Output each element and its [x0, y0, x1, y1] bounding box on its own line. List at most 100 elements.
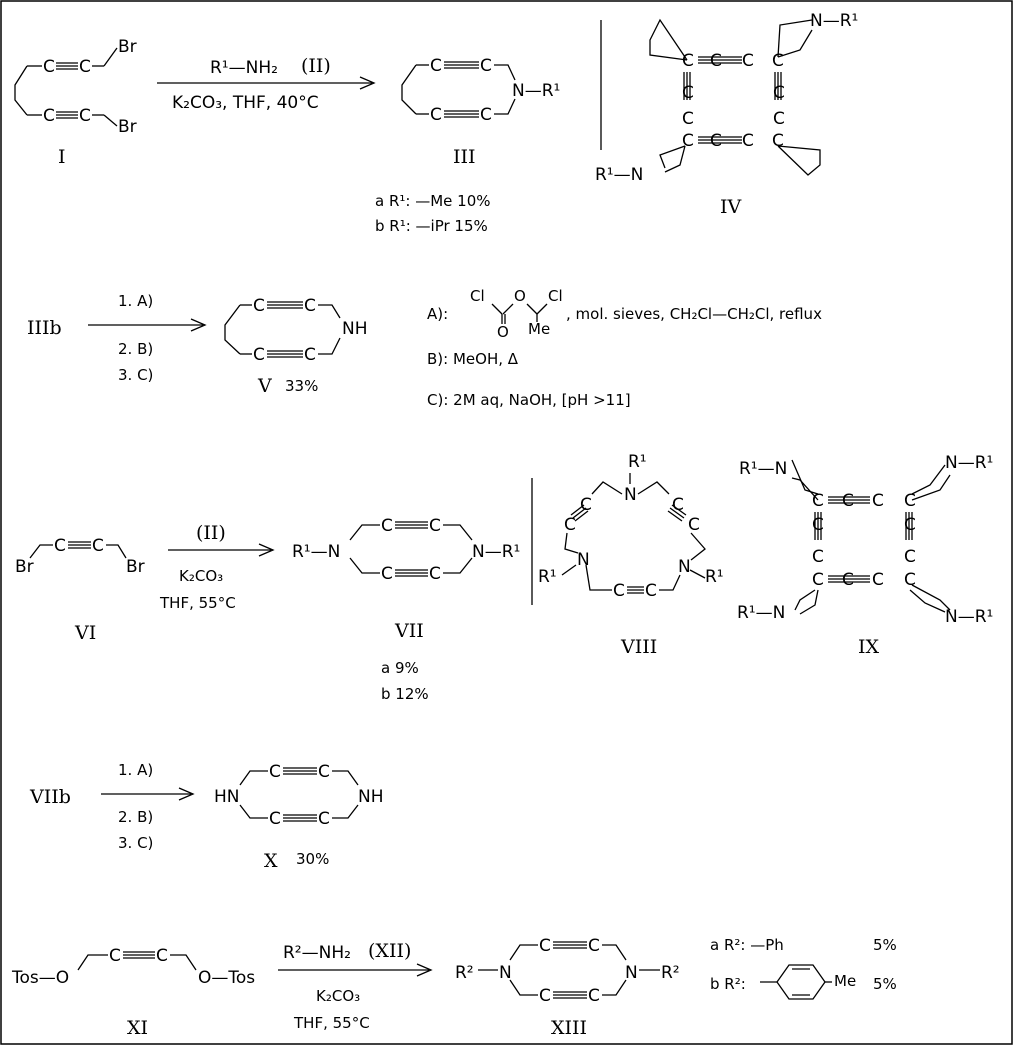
svg-text:C: C	[842, 570, 854, 590]
label-VIII: VIII	[620, 636, 657, 658]
svg-text:C: C	[430, 105, 442, 125]
arrow-3: (II) K₂CO₃ THF, 55°C	[159, 522, 275, 612]
svg-text:N: N	[625, 963, 638, 983]
svg-text:C: C	[564, 515, 576, 535]
svg-text:NH: NH	[342, 319, 368, 339]
svg-text:C: C	[480, 105, 492, 125]
svg-text:K₂CO₃: K₂CO₃	[179, 567, 223, 585]
svg-text:C: C	[682, 83, 694, 103]
svg-text:R²—NH₂: R²—NH₂	[283, 943, 351, 963]
svg-text:A):: A):	[427, 305, 448, 323]
svg-text:C: C	[318, 762, 330, 782]
compound-III: C C C C N—R¹	[401, 56, 560, 125]
svg-text:Br: Br	[118, 117, 137, 137]
svg-text:HN: HN	[214, 787, 240, 807]
svg-text:C: C	[588, 986, 600, 1006]
label-VII: VII	[394, 620, 424, 642]
svg-text:N: N	[577, 550, 590, 570]
svg-text:C: C	[304, 296, 316, 316]
svg-text:C: C	[872, 570, 884, 590]
svg-text:R¹: R¹	[628, 452, 647, 472]
svg-text:C: C	[381, 516, 393, 536]
label-XI: XI	[127, 1017, 148, 1039]
svg-text:Br: Br	[118, 37, 137, 57]
yield-IIIa: a R¹: —Me 10%	[375, 192, 491, 210]
svg-text:b R²:: b R²:	[710, 975, 746, 993]
svg-text:R²: R²	[661, 963, 680, 983]
svg-text:C: C	[904, 515, 916, 535]
compound-IV: C C C C N—R¹ C C C C C C C C R¹—N	[595, 11, 858, 185]
arrow-5: R²—NH₂ (XII) K₂CO₃ THF, 55°C	[278, 940, 433, 1032]
svg-text:R²: R²	[455, 963, 474, 983]
svg-text:O: O	[497, 323, 509, 341]
svg-text:C: C	[430, 56, 442, 76]
svg-text:C: C	[812, 491, 824, 511]
svg-text:N—R¹: N—R¹	[945, 453, 993, 473]
svg-text:Tos—O: Tos—O	[11, 968, 69, 988]
svg-text:C: C	[645, 581, 657, 601]
svg-text:R¹: R¹	[538, 567, 557, 587]
svg-text:C: C	[304, 345, 316, 365]
svg-text:C: C	[253, 296, 265, 316]
svg-text:Me: Me	[528, 320, 550, 338]
label-XIII: XIII	[551, 1017, 587, 1039]
label-V: V	[257, 375, 272, 397]
svg-text:C: C	[429, 516, 441, 536]
svg-text:Me: Me	[834, 972, 856, 990]
start-IIIb: IIIb	[27, 317, 62, 339]
svg-text:C: C	[613, 581, 625, 601]
svg-text:C: C	[772, 131, 784, 151]
svg-text:(II): (II)	[196, 522, 226, 544]
svg-text:O—Tos: O—Tos	[198, 968, 255, 988]
svg-text:1. A): 1. A)	[118, 761, 153, 779]
svg-text:C: C	[688, 515, 700, 535]
label-IV: IV	[720, 196, 742, 218]
label-X: X	[264, 850, 278, 872]
svg-text:C: C	[773, 109, 785, 129]
svg-text:C: C	[269, 809, 281, 829]
svg-text:C: C	[682, 131, 694, 151]
yield-VIIa: a 9%	[381, 659, 419, 677]
svg-text:3. C): 3. C)	[118, 366, 153, 384]
svg-text:C: C	[904, 547, 916, 567]
compound-VII: R¹—N C C C C N—R¹	[292, 516, 520, 584]
condition-B: B): MeOH, Δ	[427, 350, 519, 368]
svg-text:Br: Br	[15, 557, 34, 577]
yield-XIIIb: 5%	[873, 975, 897, 993]
svg-text:C: C	[710, 51, 722, 71]
svg-text:C: C	[742, 51, 754, 71]
svg-text:Br: Br	[126, 557, 145, 577]
svg-text:2. B): 2. B)	[118, 808, 153, 826]
svg-text:C: C	[904, 491, 916, 511]
svg-text:THF, 55°C: THF, 55°C	[293, 1014, 370, 1032]
svg-text:C: C	[742, 131, 754, 151]
svg-text:K₂CO₃: K₂CO₃	[316, 987, 360, 1005]
svg-text:C: C	[92, 536, 104, 556]
yield-IIIb: b R¹: —iPr 15%	[375, 217, 488, 235]
svg-text:N—R¹: N—R¹	[810, 11, 858, 31]
svg-text:C: C	[480, 56, 492, 76]
yield-VIIb: b 12%	[381, 685, 429, 703]
svg-text:(II): (II)	[301, 55, 331, 77]
svg-text:C: C	[812, 547, 824, 567]
svg-text:N—R¹: N—R¹	[512, 81, 560, 101]
svg-text:2. B): 2. B)	[118, 340, 153, 358]
yield-X: 30%	[296, 850, 329, 868]
svg-text:N: N	[624, 485, 637, 505]
svg-text:C: C	[43, 57, 55, 77]
condition-A: A): Cl O O Cl Me , mol. sieves, CH₂Cl—CH…	[427, 287, 822, 341]
svg-text:C: C	[682, 109, 694, 129]
svg-text:K₂CO₃, THF, 40°C: K₂CO₃, THF, 40°C	[172, 93, 319, 113]
svg-text:NH: NH	[358, 787, 384, 807]
svg-text:R¹—N: R¹—N	[292, 542, 340, 562]
label-IX: IX	[858, 636, 880, 658]
svg-text:C: C	[539, 986, 551, 1006]
svg-text:C: C	[43, 106, 55, 126]
svg-text:C: C	[539, 936, 551, 956]
svg-text:, mol. sieves, CH₂Cl—CH₂Cl,: , mol. sieves, CH₂Cl—CH₂Cl, reflux	[566, 305, 822, 323]
svg-text:C: C	[79, 57, 91, 77]
compound-XI: Tos—O C C O—Tos	[11, 946, 255, 988]
compound-I: C C C C Br Br	[14, 37, 137, 137]
svg-text:R¹—N: R¹—N	[737, 603, 785, 623]
